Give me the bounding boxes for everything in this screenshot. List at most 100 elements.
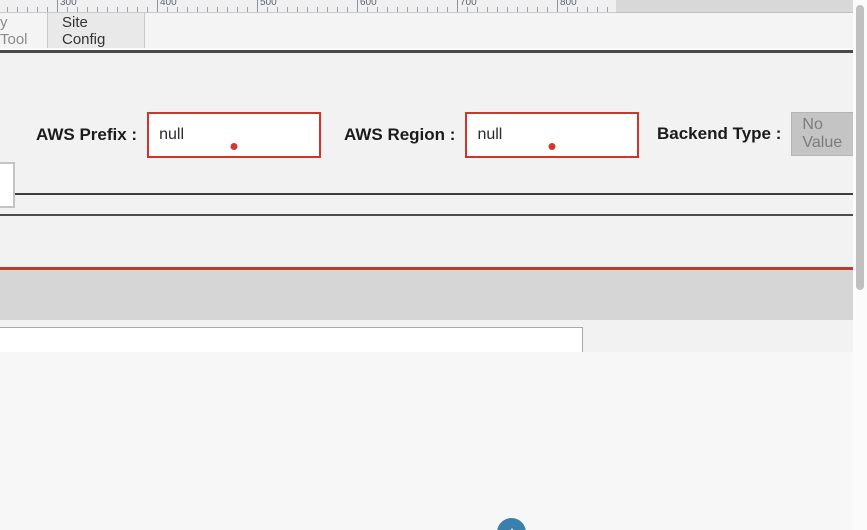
panel-row-spacer-2 [0, 216, 853, 267]
ruler-tick-major [157, 0, 158, 12]
ruler-tick-minor [447, 7, 448, 12]
panel-row-input-band [0, 270, 853, 320]
ruler-tick-minor [197, 7, 198, 12]
ruler-tick-minor [407, 7, 408, 12]
ruler-tick-minor [487, 7, 488, 12]
ruler-tick-minor [377, 7, 378, 12]
ruler-tick-minor [367, 7, 368, 12]
ruler-tick-minor [477, 7, 478, 12]
ruler-tick-minor [227, 7, 228, 12]
ruler-tick-minor [397, 7, 398, 12]
ruler-tick-minor [437, 7, 438, 12]
tab-y-tool-label: y Tool [0, 13, 28, 48]
ruler-tick-minor [87, 7, 88, 12]
ruler-tick-minor [527, 7, 528, 12]
ruler-tick-minor [537, 7, 538, 12]
ruler-tick-label: 300 [60, 0, 77, 8]
ruler-tick-minor [327, 7, 328, 12]
divider-red-error [0, 267, 853, 270]
tab-bar-empty-area [145, 13, 867, 48]
ruler-tick-minor [337, 7, 338, 12]
aws-prefix-label: AWS Prefix : [36, 125, 138, 144]
tab-site-config[interactable]: Site Config [48, 13, 145, 48]
divider-middle-lower [0, 214, 853, 216]
info-circle-icon[interactable] [497, 518, 526, 530]
clipped-left-field[interactable] [0, 162, 15, 208]
ruler-tick-minor [207, 7, 208, 12]
ruler-tick-minor [417, 7, 418, 12]
tab-y-tool[interactable]: y Tool [0, 13, 48, 48]
ruler-tick-minor [107, 7, 108, 12]
backend-type-value: No Value [802, 116, 843, 151]
aws-region-label: AWS Region : [344, 125, 456, 144]
ruler-tick-minor [467, 7, 468, 12]
ruler-tick-minor [67, 7, 68, 12]
divider-middle-upper [0, 193, 853, 195]
panel-row-spacer-1 [0, 195, 853, 214]
field-group-aws-region: AWS Region : null [344, 112, 640, 158]
ruler-tick-minor [347, 7, 348, 12]
ruler-tick-minor [547, 7, 548, 12]
ruler-tick-minor [277, 7, 278, 12]
config-panel: AWS Prefix : null AWS Region : null Back… [0, 50, 867, 362]
aws-prefix-value: null [159, 126, 184, 143]
ruler-tick-minor [47, 7, 48, 12]
ruler-tick-minor [187, 7, 188, 12]
ruler-tick-minor [587, 7, 588, 12]
ruler-tick-minor [317, 7, 318, 12]
ruler-tick-minor [17, 7, 18, 12]
ruler-tick-major [257, 0, 258, 12]
aws-region-input[interactable]: null [465, 112, 640, 158]
ruler-tick-minor [517, 7, 518, 12]
ruler-tick-major [557, 0, 558, 12]
ruler-tick-minor [567, 7, 568, 12]
ruler-tick-minor [597, 7, 598, 12]
ruler-tick-label: 800 [560, 0, 577, 8]
ruler-tick-minor [7, 7, 8, 12]
ruler-tick-minor [37, 7, 38, 12]
ruler-tick-minor [307, 7, 308, 12]
ruler-tick-minor [607, 7, 608, 12]
tab-site-config-label: Site Config [62, 13, 106, 48]
ruler-tick-minor [147, 7, 148, 12]
vertical-scrollbar-thumb[interactable] [856, 5, 864, 290]
ruler-tick-minor [247, 7, 248, 12]
ruler-tick-label: 600 [360, 0, 377, 8]
ruler-tick-minor [267, 7, 268, 12]
ruler-tick-minor [77, 7, 78, 12]
ruler-tick-minor [497, 7, 498, 12]
ruler-tick-label: 700 [460, 0, 477, 8]
page-background-below [0, 352, 867, 530]
aws-region-required-dot [548, 143, 556, 150]
ruler-tick-minor [167, 7, 168, 12]
vertical-scrollbar-track[interactable] [853, 0, 867, 530]
divider-top [0, 50, 853, 53]
ruler-tick-label: 500 [260, 0, 277, 8]
aws-prefix-required-dot [230, 143, 238, 150]
ruler-tick-minor [427, 7, 428, 12]
aws-prefix-input[interactable]: null [147, 112, 322, 158]
backend-type-label: Backend Type : [657, 124, 782, 143]
ruler-tick-minor [217, 7, 218, 12]
ruler-tick-minor [127, 7, 128, 12]
panel-row-fields [0, 53, 853, 193]
ruler-inactive-region [616, 0, 867, 13]
ruler-tick-minor [507, 7, 508, 12]
ruler-tick-minor [297, 7, 298, 12]
ruler-tick-minor [137, 7, 138, 12]
ruler-tick-minor [27, 7, 28, 12]
ruler-tick-minor [177, 7, 178, 12]
ruler-tick-major [57, 0, 58, 12]
ruler-tick-major [357, 0, 358, 12]
ruler-tick-minor [117, 7, 118, 12]
ruler-tick-minor [287, 7, 288, 12]
aws-region-value: null [477, 126, 503, 143]
ruler-tick-minor [577, 7, 578, 12]
ruler-tick-minor [97, 7, 98, 12]
ruler-tick-minor [387, 7, 388, 12]
tab-bar: y Tool Site Config [0, 13, 867, 48]
field-group-aws-prefix: AWS Prefix : null [36, 112, 322, 158]
field-group-backend-type: Backend Type : No Value [657, 112, 867, 156]
ruler-tick-major [457, 0, 458, 12]
